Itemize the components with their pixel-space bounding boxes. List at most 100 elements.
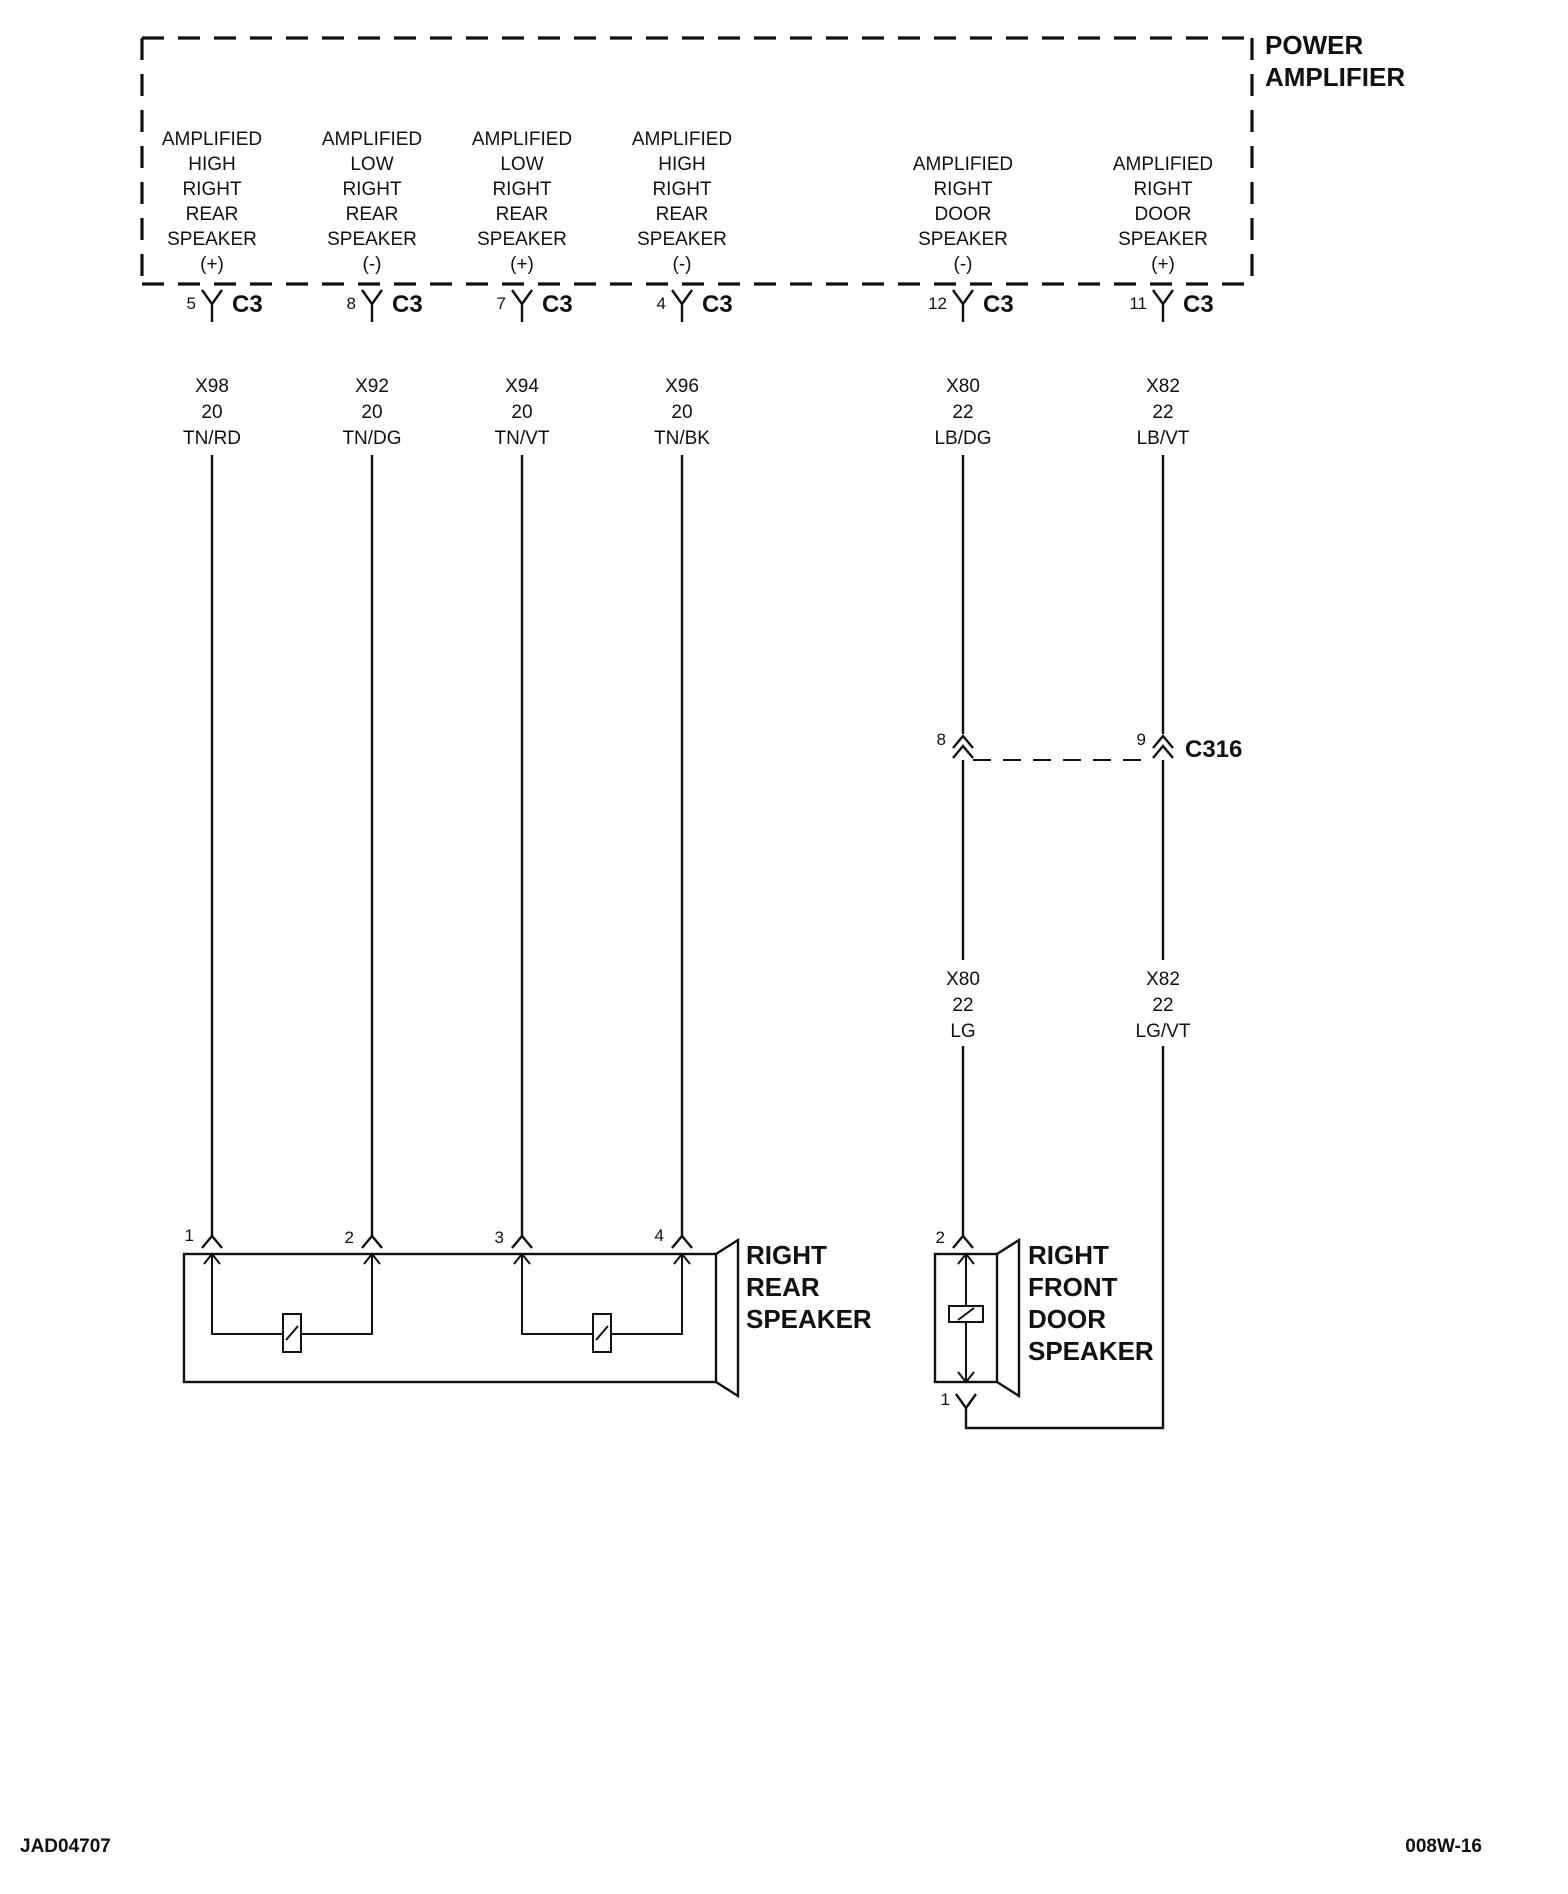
wire-label-x80-lower: X80 22 LG: [946, 969, 980, 1042]
svg-text:C3: C3: [1183, 291, 1214, 318]
module-title-line2: AMPLIFIER: [1265, 62, 1405, 92]
svg-text:RIGHT: RIGHT: [652, 179, 712, 200]
svg-text:C3: C3: [392, 291, 423, 318]
svg-text:LG/VT: LG/VT: [1136, 1021, 1191, 1042]
c3-pin-8: 8 C3: [347, 289, 423, 322]
footer-left-code: JAD04707: [20, 1836, 111, 1857]
amp-pin-label-6: AMPLIFIED RIGHT DOOR SPEAKER (+): [1113, 154, 1213, 275]
svg-text:4: 4: [655, 1226, 664, 1245]
lower-wire-labels: X80 22 LG X82 22 LG/VT: [946, 969, 1191, 1042]
wire-label-x80: X80 22 LB/DG: [934, 376, 991, 449]
svg-text:C3: C3: [232, 291, 263, 318]
svg-text:X92: X92: [355, 376, 389, 397]
wire-label-x82-lower: X82 22 LG/VT: [1136, 969, 1191, 1042]
svg-text:X82: X82: [1146, 969, 1180, 990]
front-speaker-name-2: FRONT: [1028, 1272, 1118, 1302]
c316-connector: 8 9 C316: [937, 730, 1243, 763]
svg-text:8: 8: [937, 730, 946, 749]
svg-text:SPEAKER: SPEAKER: [167, 229, 257, 250]
amp-pin-label-4: AMPLIFIED HIGH RIGHT REAR SPEAKER (-): [632, 129, 732, 275]
right-rear-speaker: 1 2 3 4 RIGHT REAR SPEAKER: [182, 1226, 872, 1399]
c3-pin-12: 12 C3: [928, 289, 1014, 322]
svg-text:8: 8: [347, 294, 356, 313]
amp-pin-labels: AMPLIFIED HIGH RIGHT REAR SPEAKER (+) AM…: [162, 129, 1213, 275]
svg-text:X80: X80: [946, 376, 980, 397]
c3-pin-4: 4 C3: [657, 289, 733, 322]
front-speaker-name-1: RIGHT: [1028, 1240, 1109, 1270]
svg-text:LOW: LOW: [500, 154, 543, 175]
upper-wire-labels: X98 20 TN/RD X92 20 TN/DG X94 20 TN/VT X…: [183, 376, 1190, 449]
c3-pin-11: 11 C3: [1129, 289, 1214, 322]
c3-pin-5: 5 C3: [187, 289, 263, 322]
module-title-line1: POWER: [1265, 30, 1363, 60]
power-amplifier-module: POWER AMPLIFIER: [140, 30, 1405, 286]
svg-text:C3: C3: [542, 291, 573, 318]
svg-text:22: 22: [952, 402, 973, 423]
svg-text:LOW: LOW: [350, 154, 393, 175]
svg-text:2: 2: [345, 1228, 354, 1247]
svg-text:X94: X94: [505, 376, 539, 397]
svg-text:REAR: REAR: [496, 204, 549, 225]
svg-text:AMPLIFIED: AMPLIFIED: [913, 154, 1013, 175]
svg-text:SPEAKER: SPEAKER: [637, 229, 727, 250]
svg-text:REAR: REAR: [656, 204, 709, 225]
svg-text:AMPLIFIED: AMPLIFIED: [1113, 154, 1213, 175]
svg-text:3: 3: [495, 1228, 504, 1247]
svg-text:4: 4: [657, 294, 666, 313]
svg-text:20: 20: [361, 402, 382, 423]
svg-text:12: 12: [928, 294, 947, 313]
svg-text:(+): (+): [510, 254, 534, 275]
svg-text:7: 7: [497, 294, 506, 313]
svg-text:22: 22: [952, 995, 973, 1016]
svg-text:2: 2: [936, 1228, 945, 1247]
svg-text:(+): (+): [1151, 254, 1175, 275]
svg-text:LB/DG: LB/DG: [934, 428, 991, 449]
svg-text:(-): (-): [673, 254, 692, 275]
right-front-door-speaker: 2 1 RIGHT FRONT DOOR SPEAKER: [933, 1228, 1154, 1411]
svg-text:SPEAKER: SPEAKER: [327, 229, 417, 250]
svg-text:HIGH: HIGH: [188, 154, 236, 175]
svg-text:REAR: REAR: [186, 204, 239, 225]
svg-text:22: 22: [1152, 995, 1173, 1016]
wire-label-x96: X96 20 TN/BK: [654, 376, 710, 449]
svg-text:HIGH: HIGH: [658, 154, 706, 175]
svg-text:X96: X96: [665, 376, 699, 397]
rear-speaker-name-3: SPEAKER: [746, 1304, 872, 1334]
amp-pin-label-2: AMPLIFIED LOW RIGHT REAR SPEAKER (-): [322, 129, 422, 275]
c3-pin-7: 7 C3: [497, 289, 573, 322]
svg-text:1: 1: [185, 1226, 194, 1245]
svg-text:LG: LG: [950, 1021, 975, 1042]
svg-text:TN/DG: TN/DG: [342, 428, 401, 449]
svg-text:LB/VT: LB/VT: [1137, 428, 1190, 449]
svg-text:C3: C3: [702, 291, 733, 318]
svg-text:AMPLIFIED: AMPLIFIED: [472, 129, 572, 150]
svg-text:20: 20: [671, 402, 692, 423]
svg-text:TN/VT: TN/VT: [495, 428, 550, 449]
wires: [210, 455, 1165, 1430]
svg-text:AMPLIFIED: AMPLIFIED: [632, 129, 732, 150]
svg-text:SPEAKER: SPEAKER: [1118, 229, 1208, 250]
svg-text:RIGHT: RIGHT: [933, 179, 993, 200]
svg-text:C3: C3: [983, 291, 1014, 318]
svg-text:X80: X80: [946, 969, 980, 990]
rear-speaker-name-1: RIGHT: [746, 1240, 827, 1270]
wire-label-x82: X82 22 LB/VT: [1137, 376, 1190, 449]
svg-text:RIGHT: RIGHT: [182, 179, 242, 200]
wire-label-x92: X92 20 TN/DG: [342, 376, 401, 449]
svg-text:RIGHT: RIGHT: [342, 179, 402, 200]
wire-label-x98: X98 20 TN/RD: [183, 376, 241, 449]
svg-text:DOOR: DOOR: [935, 204, 992, 225]
svg-text:RIGHT: RIGHT: [1133, 179, 1193, 200]
rear-speaker-name-2: REAR: [746, 1272, 820, 1302]
svg-text:TN/BK: TN/BK: [654, 428, 710, 449]
svg-text:1: 1: [941, 1390, 950, 1409]
svg-text:11: 11: [1129, 294, 1147, 313]
svg-text:(-): (-): [954, 254, 973, 275]
svg-text:AMPLIFIED: AMPLIFIED: [162, 129, 262, 150]
wire-x82-lower-b: [964, 1046, 1165, 1430]
amp-pin-label-1: AMPLIFIED HIGH RIGHT REAR SPEAKER (+): [162, 129, 262, 275]
svg-text:9: 9: [1137, 730, 1146, 749]
svg-text:SPEAKER: SPEAKER: [918, 229, 1008, 250]
svg-text:DOOR: DOOR: [1135, 204, 1192, 225]
svg-text:C316: C316: [1185, 736, 1242, 763]
